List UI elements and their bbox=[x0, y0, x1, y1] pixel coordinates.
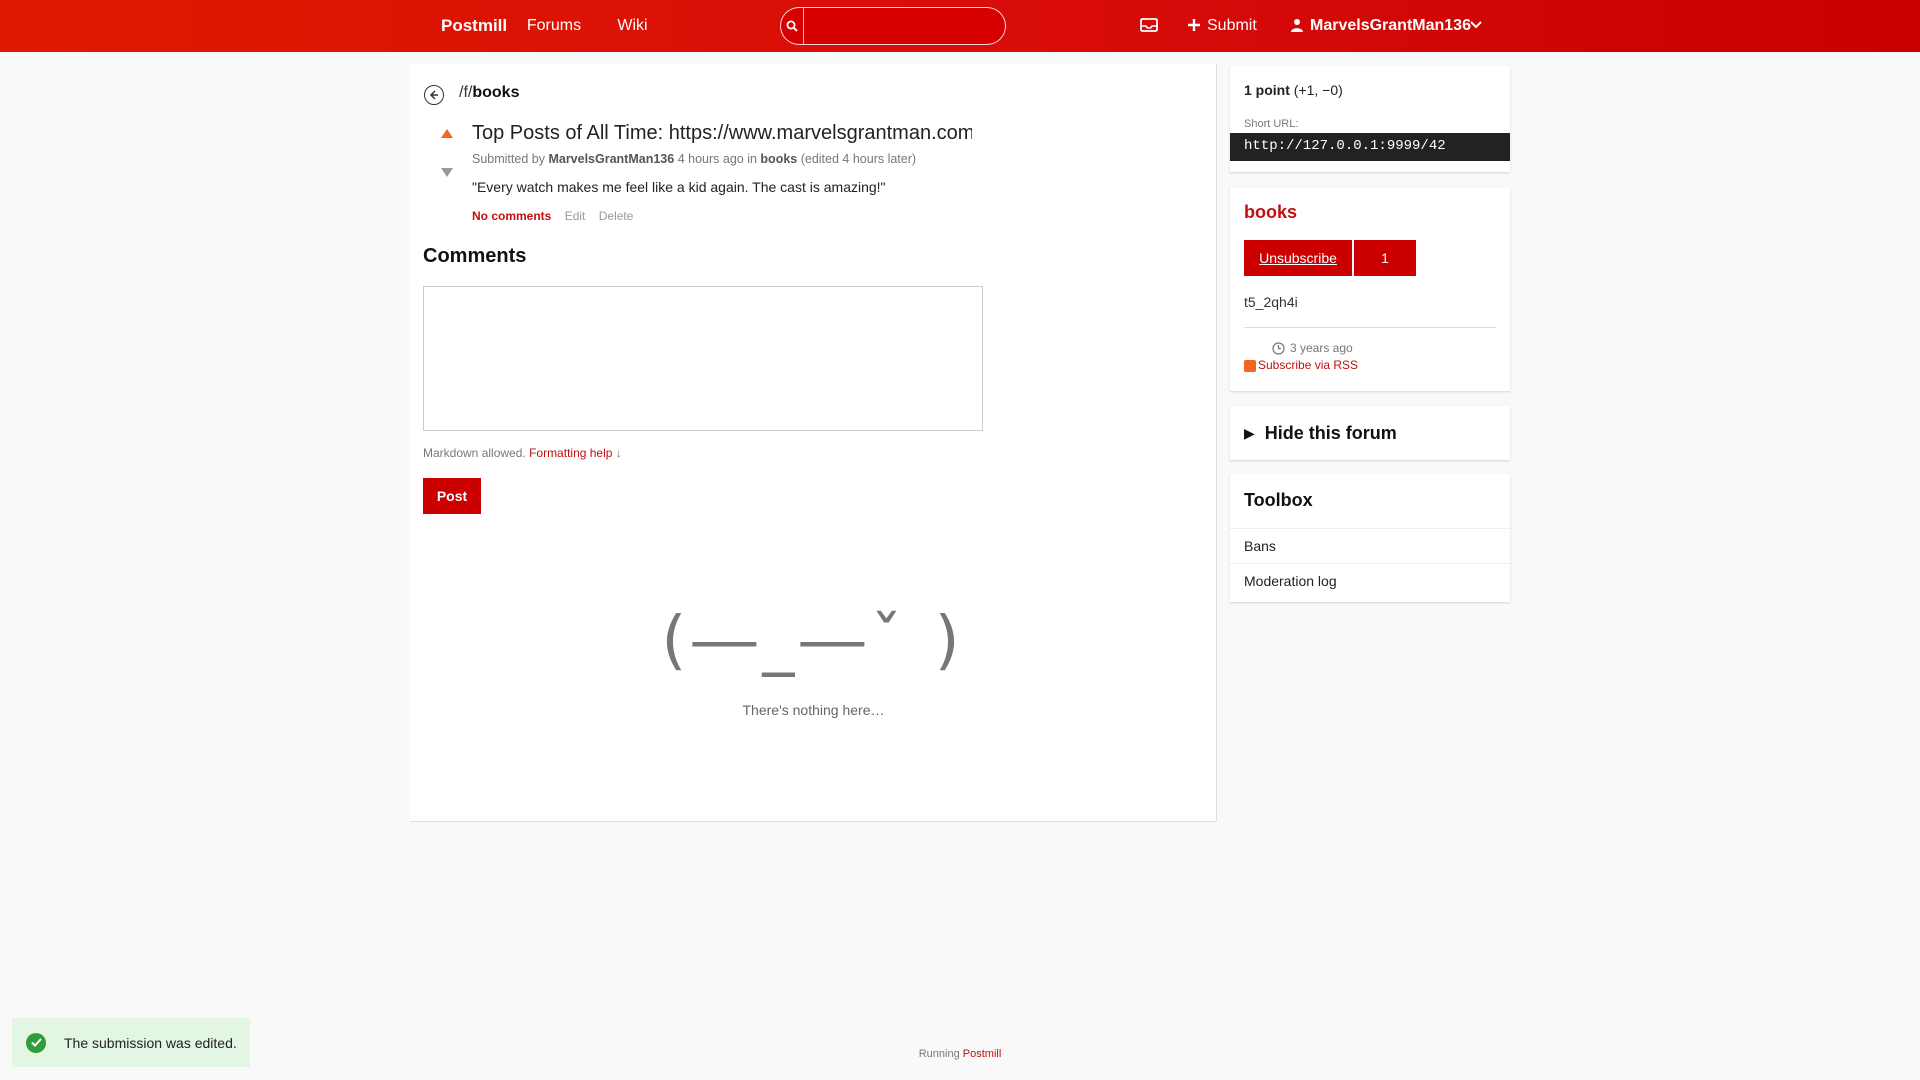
post-score: 1 point (+1, −0) bbox=[1244, 82, 1343, 98]
user-icon[interactable] bbox=[1289, 14, 1305, 36]
short-url-value[interactable]: http://127.0.0.1:9999/42 bbox=[1230, 133, 1510, 161]
submit-link[interactable]: Submit bbox=[1207, 17, 1257, 34]
markdown-note: Markdown allowed. Formatting help ↓ bbox=[423, 446, 622, 460]
markdown-note-text: Markdown allowed. bbox=[423, 446, 526, 460]
sidebar-forum-link[interactable]: books bbox=[1244, 202, 1298, 222]
search-button[interactable] bbox=[781, 8, 804, 44]
disclosure-triangle-icon: ▶ bbox=[1244, 424, 1255, 441]
nav-forums[interactable]: Forums bbox=[526, 17, 582, 34]
rss-link[interactable]: Subscribe via RSS bbox=[1258, 358, 1359, 372]
meta-edited: (edited 4 hours later) bbox=[800, 152, 917, 166]
empty-state-text: There's nothing here… bbox=[742, 702, 885, 718]
post-comment-button[interactable]: Post bbox=[423, 478, 481, 514]
breadcrumb: /f/books bbox=[459, 84, 519, 102]
footer: Running Postmill bbox=[0, 1048, 1920, 1060]
post-forum-link[interactable]: books bbox=[760, 152, 798, 166]
plus-icon[interactable] bbox=[1187, 14, 1201, 36]
hide-forum-box: ▶ Hide this forum bbox=[1230, 406, 1510, 460]
forum-info-box: books Unsubscribe 1 t5_2qh4i 3 years ago… bbox=[1230, 188, 1510, 391]
post-meta: Submitted by MarvelsGrantMan136 4 hours … bbox=[472, 152, 916, 166]
breadcrumb-forum-link[interactable]: books bbox=[472, 84, 520, 101]
empty-state-face: (―_―ˇ ) bbox=[661, 604, 966, 678]
meta-time: 4 hours ago in bbox=[677, 152, 757, 166]
check-circle-icon bbox=[26, 1032, 46, 1053]
success-toast[interactable]: The submission was edited. bbox=[12, 1018, 250, 1067]
edit-link[interactable]: Edit bbox=[564, 209, 586, 223]
unsubscribe-button[interactable]: Unsubscribe bbox=[1244, 240, 1352, 276]
brand-link[interactable]: Postmill bbox=[441, 16, 508, 35]
toolbox-item-bans[interactable]: Bans bbox=[1230, 528, 1512, 563]
search-icon bbox=[786, 20, 798, 32]
forum-id: t5_2qh4i bbox=[1244, 294, 1298, 310]
divider bbox=[1244, 327, 1496, 328]
hide-forum-toggle[interactable]: ▶ Hide this forum bbox=[1244, 418, 1504, 448]
rss-icon[interactable] bbox=[1244, 360, 1256, 372]
score-detail: (+1, −0) bbox=[1293, 82, 1343, 98]
downvote-icon[interactable] bbox=[440, 164, 454, 178]
forum-created: 3 years ago bbox=[1290, 341, 1353, 355]
site-header: Postmill Forums Wiki Submit MarvelsGrant… bbox=[0, 0, 1920, 52]
formatting-help-toggle[interactable]: ↓ bbox=[615, 446, 622, 460]
footer-running: Running bbox=[918, 1048, 960, 1060]
clock-icon bbox=[1272, 342, 1285, 355]
subscriber-count[interactable]: 1 bbox=[1354, 240, 1416, 276]
search-input[interactable] bbox=[804, 9, 1005, 43]
post-actions: No comments Edit Delete bbox=[472, 209, 643, 223]
comments-heading: Comments bbox=[423, 245, 527, 267]
toolbox-box: Toolbox Bans Moderation log bbox=[1230, 474, 1512, 602]
short-url-label: Short URL: bbox=[1244, 118, 1299, 130]
main-content: /f/books Top Posts of All Time: https://… bbox=[410, 64, 1217, 822]
breadcrumb-prefix: /f/ bbox=[459, 84, 473, 101]
chevron-down-icon[interactable] bbox=[1468, 14, 1484, 36]
post-body: "Every watch makes me feel like a kid ag… bbox=[472, 179, 886, 195]
back-arrow-icon[interactable] bbox=[424, 85, 444, 105]
post-info-box: 1 point (+1, −0) Short URL: http://127.0… bbox=[1230, 66, 1510, 172]
score-points: 1 point bbox=[1244, 82, 1290, 98]
nav-wiki[interactable]: Wiki bbox=[617, 17, 648, 34]
inbox-icon[interactable] bbox=[1138, 14, 1160, 36]
search-form bbox=[780, 7, 1006, 45]
formatting-help-link[interactable]: Formatting help bbox=[529, 446, 613, 460]
toolbox-heading: Toolbox bbox=[1244, 490, 1313, 510]
footer-postmill-link[interactable]: Postmill bbox=[962, 1048, 1002, 1060]
toast-message: The submission was edited. bbox=[64, 1034, 237, 1051]
comments-link[interactable]: No comments bbox=[472, 209, 552, 223]
post-title-link[interactable]: Top Posts of All Time: https://www.marve… bbox=[472, 122, 972, 144]
user-menu-link[interactable]: MarvelsGrantMan136 bbox=[1310, 17, 1471, 34]
upvote-icon[interactable] bbox=[440, 128, 454, 142]
author-link[interactable]: MarvelsGrantMan136 bbox=[548, 152, 675, 166]
toolbox-item-moderation-log[interactable]: Moderation log bbox=[1230, 563, 1512, 598]
delete-link[interactable]: Delete bbox=[598, 209, 634, 223]
hide-forum-label: Hide this forum bbox=[1264, 422, 1397, 443]
comment-textarea[interactable] bbox=[423, 286, 983, 431]
meta-submitted-by: Submitted by bbox=[472, 152, 545, 166]
